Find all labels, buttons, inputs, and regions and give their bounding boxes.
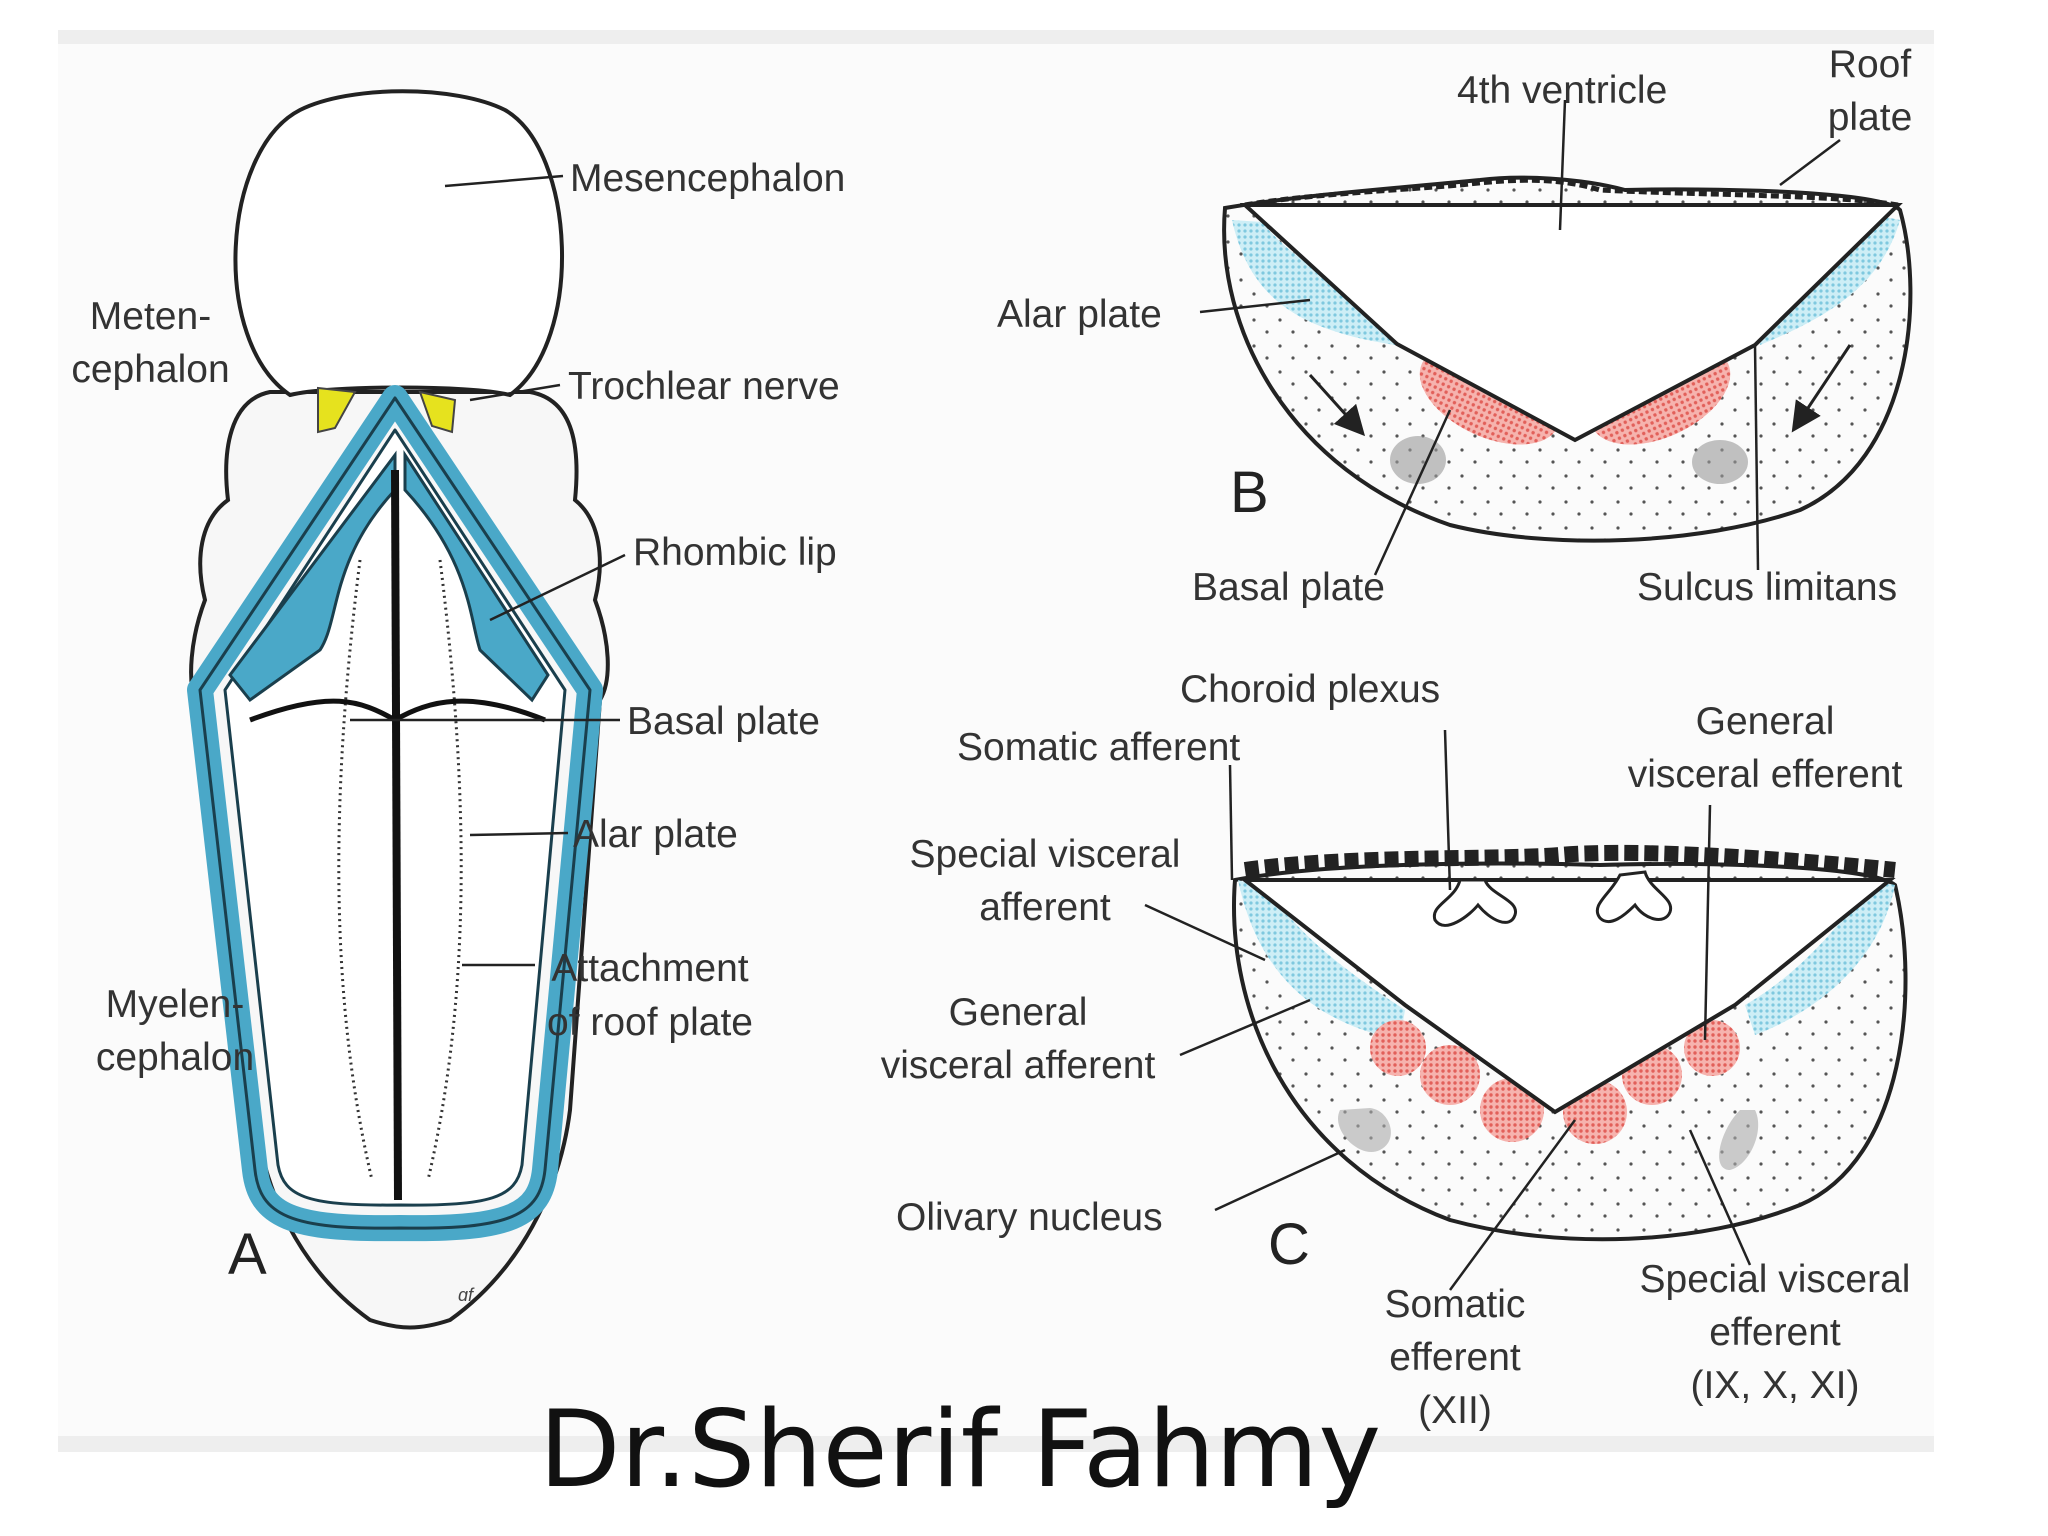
choroid-plexus-right [1596,870,1673,924]
artist-mark: ɑf [458,1285,474,1305]
label-se-3: (XII) [1418,1389,1492,1432]
label-alar-plate-a: Alar plate [573,813,738,856]
label-attachment-2: of roof plate [547,1001,753,1044]
label-mesencephalon: Mesencephalon [570,157,846,200]
panel-c-roof [1243,844,1896,878]
label-sve-3: (IX, X, XI) [1690,1364,1860,1407]
panel-c-cross-section [1144,729,1908,1291]
panel-b-letter: B [1230,460,1269,525]
label-metencephalon-2: cephalon [71,348,230,391]
label-gve-2: visceral efferent [1627,753,1903,796]
panel-c-alar-left [1238,880,1405,1040]
panel-b-cross-section [1199,99,1913,576]
panel-c-alar-right [1745,880,1895,1035]
label-choroid-plexus: Choroid plexus [1180,668,1441,711]
label-olivary-nucleus: Olivary nucleus [896,1196,1163,1239]
panel-c-letter: C [1268,1212,1310,1277]
label-myelencephalon-1: Myelen- [105,983,245,1026]
panel-b-alar-left [1232,220,1395,345]
mesencephalon-shape [233,89,564,398]
panel-a-brainstem [187,89,626,1330]
nucleus-sve-left [1420,1045,1480,1105]
choroid-plexus-left [1432,878,1517,927]
label-sve-2: efferent [1709,1311,1841,1354]
label-roof-plate-1: Roof [1828,43,1912,86]
label-se-1: Somatic [1384,1283,1526,1326]
label-basal-plate-b: Basal plate [1192,566,1385,609]
author-footer: Dr.Sherif Fahmy [538,1388,1382,1511]
trochlear-nerve-left [317,386,357,434]
label-se-2: efferent [1389,1336,1521,1379]
bottom-frame-bar [58,1436,1934,1452]
label-myelencephalon-2: cephalon [95,1036,255,1079]
panel-b-alar-right [1760,215,1900,345]
label-sva-2: afferent [979,886,1111,929]
label-basal-plate-a: Basal plate [627,700,820,743]
nucleus-gva-left [1370,1020,1426,1076]
label-gva-2: visceral afferent [880,1044,1156,1087]
label-trochlear-nerve: Trochlear nerve [568,365,840,408]
label-metencephalon-1: Meten- [89,295,212,338]
rhombic-lip-right [403,449,550,703]
label-alar-plate-b: Alar plate [997,293,1162,336]
label-fourth-ventricle: 4th ventricle [1457,69,1668,112]
label-sve-1: Special visceral [1639,1258,1911,1301]
panel-b-ventricle-floor [1239,203,1903,443]
label-rhombic-lip: Rhombic lip [633,531,837,574]
panel-a-letter: A [228,1222,267,1287]
label-roof-plate-2: plate [1827,96,1913,139]
label-somatic-afferent: Somatic afferent [957,726,1241,769]
label-gve-1: General [1695,700,1835,743]
label-sulcus-limitans: Sulcus limitans [1637,566,1898,609]
trochlear-nerve-right [418,390,457,434]
rhombic-lip-left [228,450,397,703]
label-gva-1: General [948,991,1088,1034]
top-frame-bar [58,30,1934,44]
panel-c-ventricle-floor [1239,878,1896,1115]
label-sva-1: Special visceral [909,833,1181,876]
median-sulcus [391,469,402,1201]
label-attachment-1: Attachment [551,947,749,990]
nucleus-gve-right [1684,1020,1740,1076]
